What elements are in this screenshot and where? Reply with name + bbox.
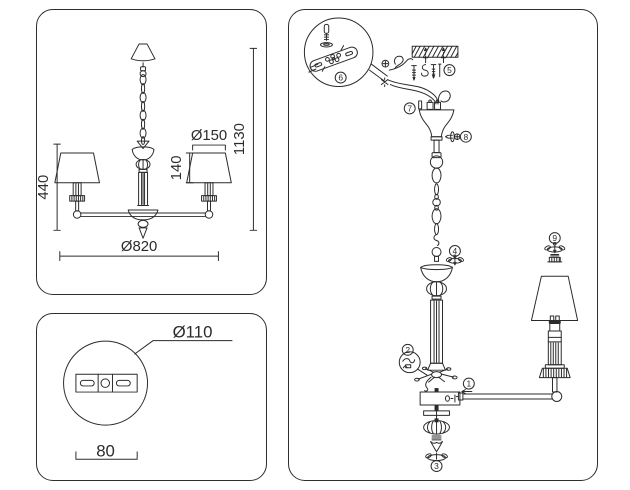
shade-finial-drawing [544, 242, 566, 263]
dimension-labels: 440 1130 Ø150 140 Ø820 [37, 123, 248, 255]
center-column-drawing [420, 264, 453, 371]
balloon-leader-lines [368, 63, 388, 82]
svg-text:1: 1 [466, 379, 471, 389]
callout-3: 3 [430, 460, 443, 473]
callout-4: 4 [448, 245, 461, 257]
screw-and-hook-set [411, 63, 442, 81]
callout-5: 5 [443, 64, 456, 77]
ceiling-canopy-drawing [418, 99, 455, 169]
canopy-nipple [418, 100, 423, 110]
canopy-drawing [130, 43, 156, 78]
center-body-drawing [131, 140, 155, 207]
finial-stack-drawing [423, 404, 450, 453]
callout-1: 1 [462, 377, 475, 390]
hanging-hook-wire [437, 90, 451, 105]
dimension-lines [53, 47, 258, 262]
wiring-drawing [380, 55, 451, 105]
callout-6: 6 [334, 71, 347, 84]
front-view-panel: 440 1130 Ø150 140 Ø820 [36, 9, 267, 295]
svg-text:3: 3 [434, 461, 439, 471]
shade-drawing [530, 275, 579, 322]
right-lamp-drawing [186, 152, 232, 212]
canopy-side-screw [444, 131, 461, 143]
dim-fixture-diameter: Ø820 [121, 239, 157, 255]
hole-spacing-dim-line [75, 451, 138, 460]
chain-drawing [139, 74, 147, 146]
svg-text:7: 7 [407, 103, 412, 113]
callout-7: 7 [403, 102, 416, 115]
left-lamp-drawing [54, 152, 100, 212]
bracket-detail-balloon [303, 17, 388, 88]
svg-text:4: 4 [453, 246, 458, 256]
svg-text:9: 9 [552, 233, 557, 243]
chandelier-front-drawing [53, 43, 258, 262]
svg-text:6: 6 [338, 73, 343, 83]
dim-body-height: 440 [37, 175, 52, 200]
callout-9: 9 [548, 232, 561, 245]
chain-exploded-drawing [431, 167, 442, 262]
callout-labels: 1 2 3 4 5 [334, 64, 561, 473]
mount-detail-drawing: Ø110 80 [63, 323, 233, 461]
assembly-drawing: 1 2 3 4 5 [303, 17, 579, 473]
lamp-arm-drawing [455, 389, 563, 402]
socket-assembly-drawing [538, 315, 571, 393]
mount-detail-panel: Ø110 80 [36, 313, 267, 481]
mount-bracket-drawing [75, 373, 138, 393]
dim-shade-diameter: Ø150 [191, 128, 227, 144]
arm-bar-drawing [72, 210, 214, 219]
svg-text:8: 8 [464, 132, 469, 142]
wing-nut-3 [425, 452, 448, 462]
dim-plate-diameter: Ø110 [173, 323, 213, 342]
callout-8: 8 [459, 130, 472, 143]
mount-detail-labels: Ø110 80 [96, 323, 212, 461]
assembly-panel: 1 2 3 4 5 [288, 9, 598, 481]
hub-plate-drawing [419, 388, 461, 406]
dim-hole-spacing: 80 [96, 441, 115, 460]
canopy-plate-circle [63, 340, 149, 426]
front-view-drawing: 440 1130 Ø150 140 Ø820 [37, 43, 258, 262]
dim-total-height: 1130 [232, 123, 248, 155]
ceiling-hatch [411, 45, 459, 58]
dim-shade-height: 140 [169, 155, 185, 180]
arm-hub-drawing [414, 366, 458, 392]
svg-text:5: 5 [447, 65, 452, 75]
svg-text:2: 2 [405, 345, 410, 355]
bottom-finial-drawing [127, 209, 159, 239]
diameter-leader-line [134, 340, 233, 355]
callout-2: 2 [401, 343, 414, 356]
ceiling-anchors [423, 47, 446, 64]
mount-plate-drawing [63, 340, 233, 460]
wire-detail-balloon [398, 351, 428, 376]
